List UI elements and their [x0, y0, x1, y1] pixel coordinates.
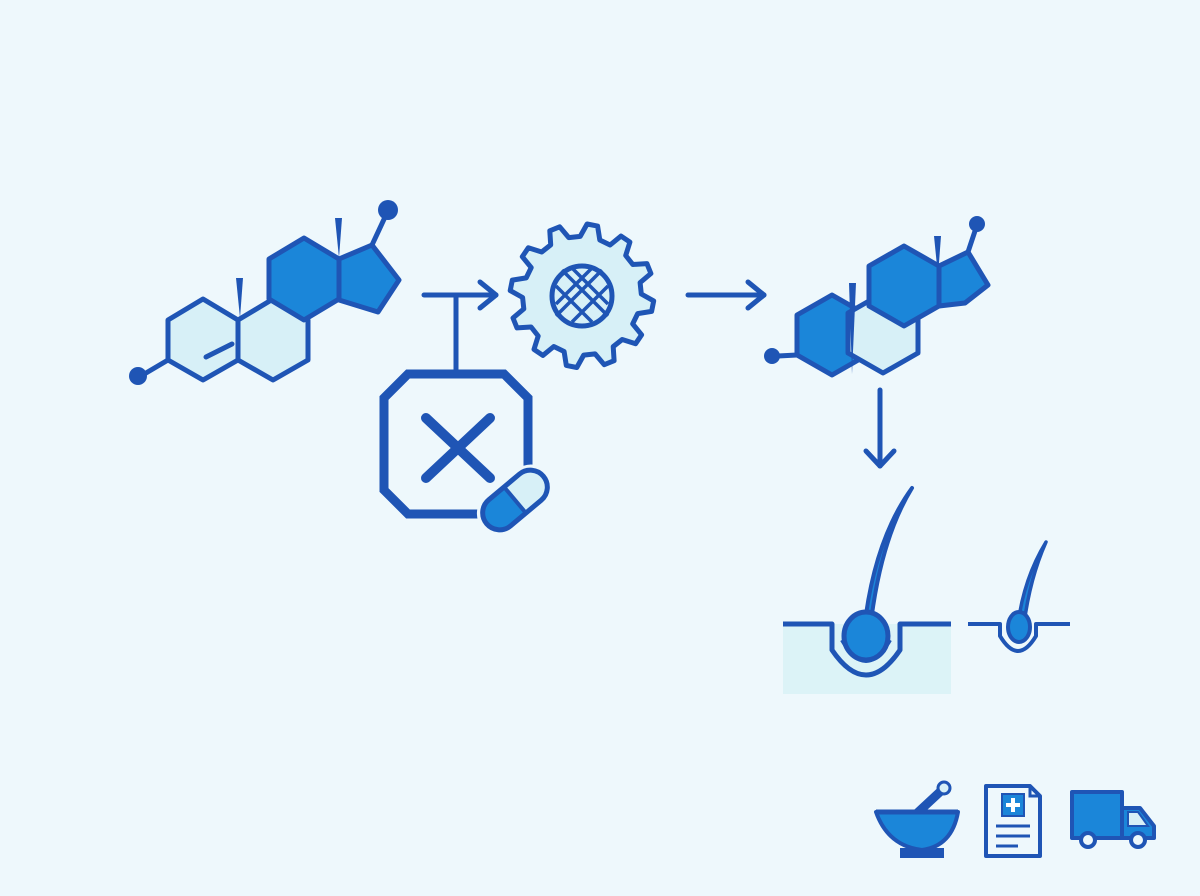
gear-enzyme-icon	[507, 221, 657, 370]
delivery-truck-icon	[1070, 790, 1156, 849]
steroid-molecule-icon	[129, 200, 402, 385]
steroid-molecule-icon	[764, 216, 991, 378]
prescription-icon	[984, 784, 1042, 858]
mortar-pestle-icon	[874, 780, 960, 858]
blocked-enzyme-pill-icon	[379, 369, 554, 536]
hair-follicle-miniaturization-icon	[783, 486, 1070, 694]
arrow-down-icon	[863, 387, 897, 469]
arrow-right-icon	[421, 279, 499, 311]
arrow-right-icon	[685, 279, 767, 311]
